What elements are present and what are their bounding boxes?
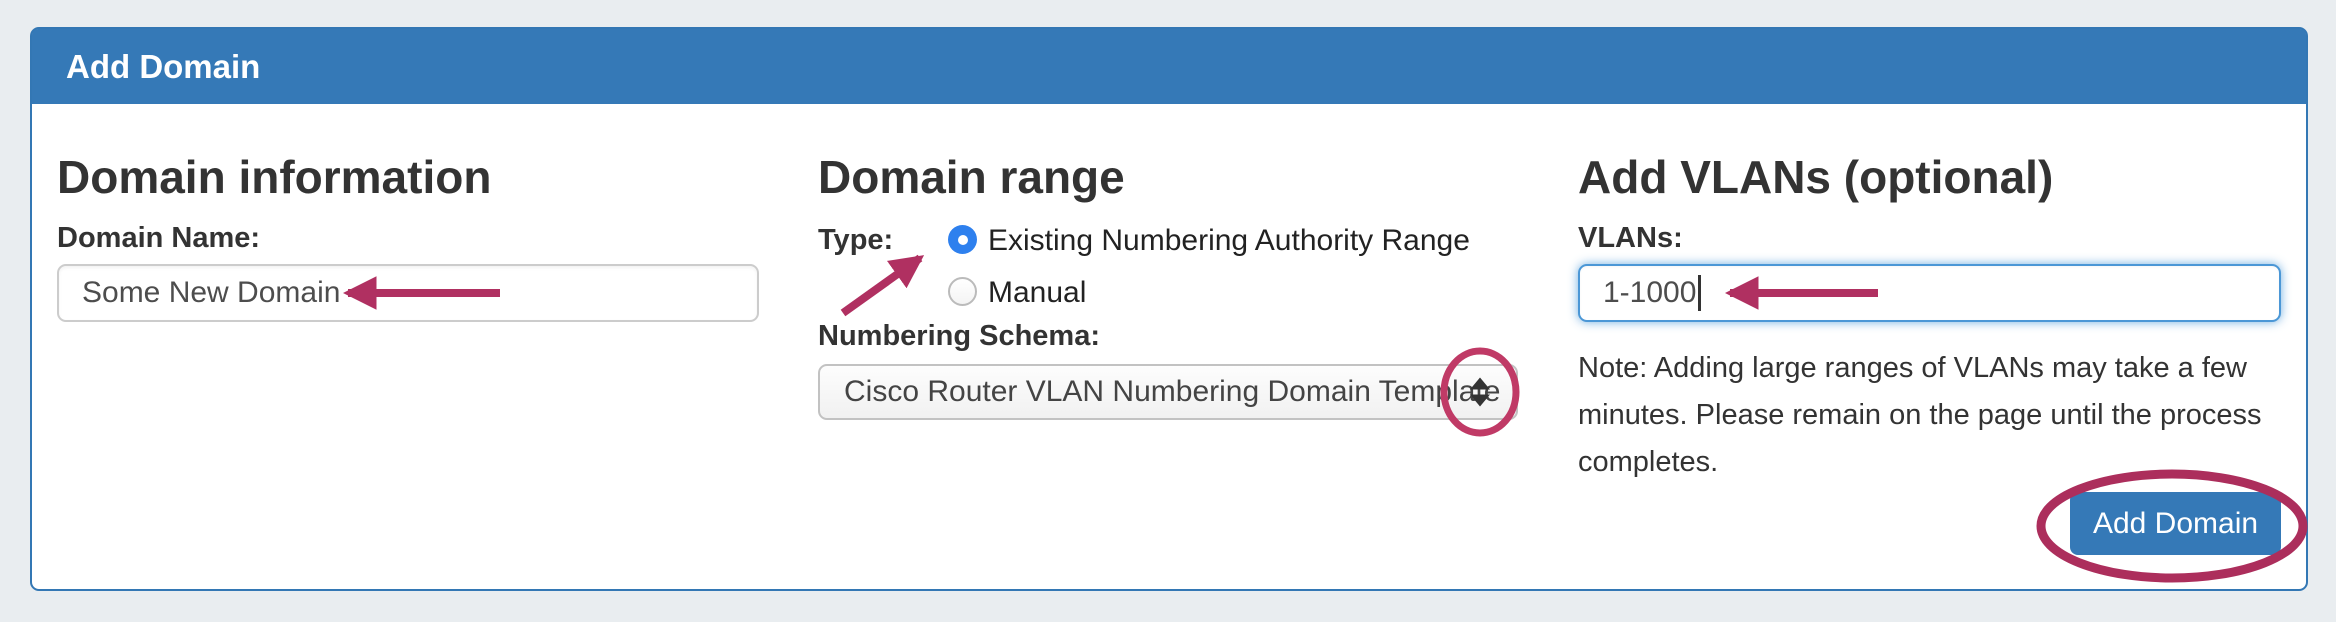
domain-name-label: Domain Name: bbox=[57, 222, 261, 254]
domain-name-input-value: Some New Domain bbox=[82, 276, 341, 309]
text-cursor bbox=[1698, 275, 1702, 311]
vlans-label: VLANs: bbox=[1578, 222, 1683, 254]
vlans-note-line-1: Note: Adding large ranges of VLANs may t… bbox=[1578, 352, 2247, 384]
add-domain-button[interactable]: Add Domain bbox=[2070, 492, 2281, 555]
panel-header: Add Domain bbox=[32, 29, 2306, 104]
radio-manual[interactable] bbox=[948, 277, 977, 306]
vlans-input-value: 1-1000 bbox=[1603, 276, 1697, 309]
domain-information-heading: Domain information bbox=[57, 151, 492, 203]
vlans-note-line-3: completes. bbox=[1578, 446, 1719, 478]
radio-selected-dot-icon bbox=[957, 234, 968, 245]
type-label: Type: bbox=[818, 224, 894, 256]
vlans-input[interactable]: 1-1000 bbox=[1578, 264, 2281, 322]
vlans-note-line-2: minutes. Please remain on the page until… bbox=[1578, 399, 2262, 431]
radio-manual-label[interactable]: Manual bbox=[988, 276, 1087, 309]
triangle-down-icon bbox=[1470, 394, 1490, 407]
domain-name-input[interactable]: Some New Domain bbox=[57, 264, 759, 322]
panel-title: Add Domain bbox=[66, 47, 261, 85]
numbering-schema-label: Numbering Schema: bbox=[818, 320, 1100, 352]
domain-range-heading: Domain range bbox=[818, 151, 1125, 203]
radio-existing-numbering-authority-range[interactable] bbox=[948, 225, 977, 254]
numbering-schema-select-value: Cisco Router VLAN Numbering Domain Templ… bbox=[844, 375, 1501, 408]
triangle-up-icon bbox=[1470, 377, 1490, 390]
select-updown-icon bbox=[1470, 377, 1490, 407]
add-vlans-heading: Add VLANs (optional) bbox=[1578, 151, 2054, 203]
radio-existing-label[interactable]: Existing Numbering Authority Range bbox=[988, 224, 1470, 257]
numbering-schema-select[interactable]: Cisco Router VLAN Numbering Domain Templ… bbox=[818, 364, 1518, 420]
add-domain-button-label: Add Domain bbox=[2092, 506, 2259, 540]
